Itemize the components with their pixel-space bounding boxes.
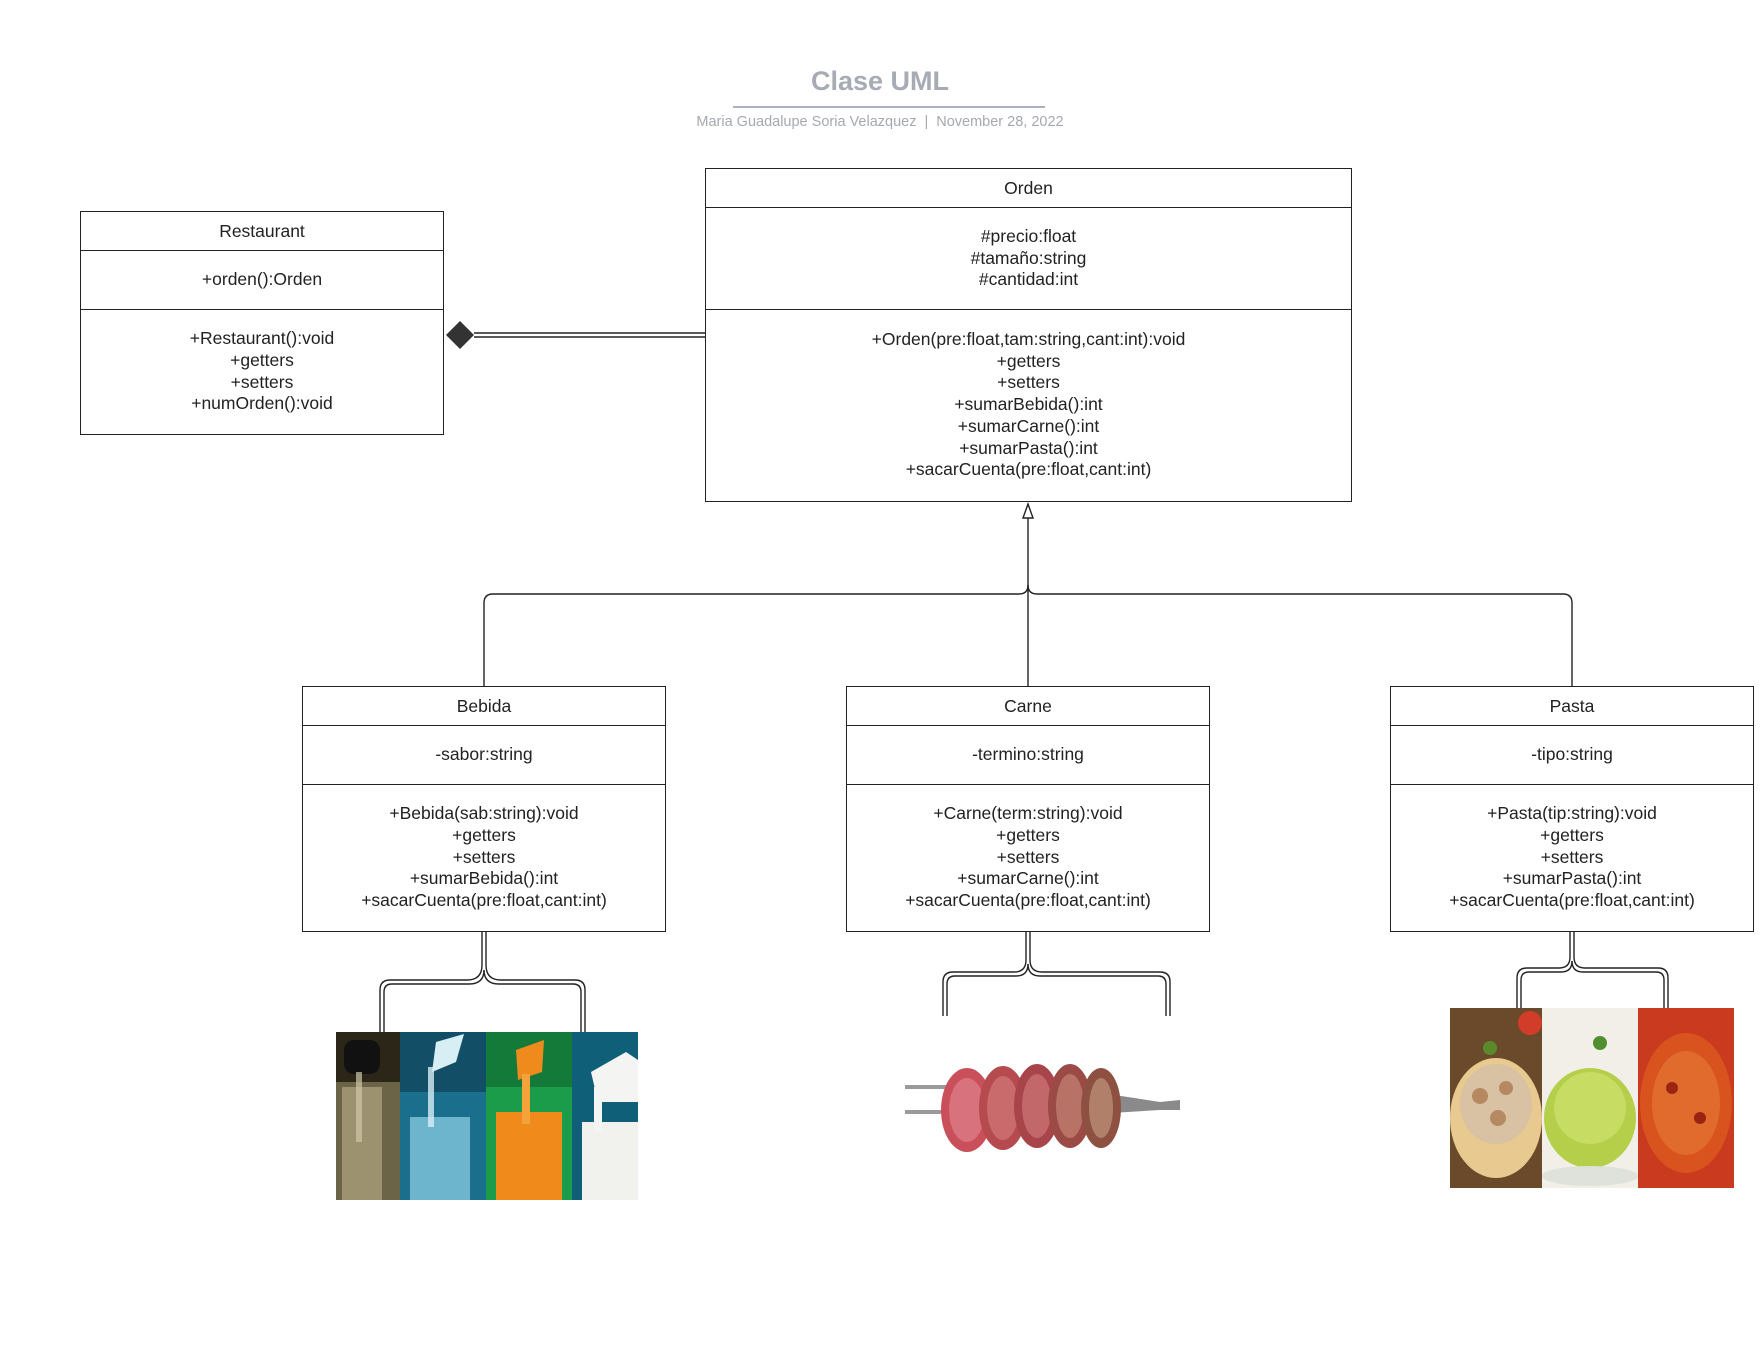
author-name: Maria Guadalupe Soria Velazquez (696, 114, 917, 130)
diagram-subtitle: Maria Guadalupe Soria Velazquez | November… (600, 114, 1160, 130)
class-bebida[interactable]: Bebida -sabor:string +Bebida(sab:string)… (302, 686, 666, 932)
operation: +sacarCuenta(pre:float,cant:int) (1449, 890, 1695, 911)
attributes-orden: #precio:float #tamaño:string #cantidad:i… (706, 208, 1351, 310)
pasta-dishes-photo (1450, 1008, 1734, 1188)
operation: +sacarCuenta(pre:float,cant:int) (905, 890, 1151, 911)
steak-skewer-photo (905, 1030, 1185, 1170)
operation: +Restaurant():void (189, 327, 335, 348)
title-underline (733, 106, 1045, 108)
pasta-image-connector (1516, 932, 1669, 1008)
class-name-orden: Orden (706, 169, 1351, 208)
operation: +getters (996, 824, 1060, 845)
class-restaurant[interactable]: Restaurant +orden():Orden +Restaurant():… (80, 211, 444, 435)
operation: +getters (452, 824, 516, 845)
attribute: -tipo:string (1531, 744, 1613, 765)
attribute: +orden():Orden (201, 269, 323, 290)
operation: +sumarCarne():int (957, 868, 1099, 889)
class-orden[interactable]: Orden #precio:float #tamaño:string #cant… (705, 168, 1352, 502)
operation: +Pasta(tip:string):void (1487, 803, 1657, 823)
class-name-text: Pasta (1549, 695, 1595, 716)
operation: +sacarCuenta(pre:float,cant:int) (361, 890, 607, 911)
operation: +sumarPasta():int (959, 437, 1098, 458)
operation: +sumarCarne():int (957, 415, 1100, 436)
operations-orden: +Orden(pre:float,tam:string,cant:int):vo… (706, 310, 1351, 500)
composition-diamond (446, 321, 474, 349)
attribute: #tamaño:string (970, 247, 1087, 268)
operation: +sumarBebida():int (409, 868, 559, 889)
operation: +setters (230, 371, 294, 392)
diagram-title: Clase UML (810, 66, 950, 96)
operation: +sumarBebida():int (954, 394, 1103, 415)
operations-restaurant: +Restaurant():void +getters +setters +nu… (81, 310, 443, 433)
operation: +setters (1540, 846, 1604, 867)
composition-connector (446, 321, 705, 349)
class-name-carne: Carne (847, 687, 1209, 726)
class-name-text: Bebida (456, 695, 512, 716)
class-name-text: Restaurant (219, 220, 305, 241)
class-name-bebida: Bebida (303, 687, 665, 726)
operation: +Carne(term:string):void (933, 803, 1123, 823)
inheritance-connector (483, 501, 1573, 686)
carne-image-connector (942, 932, 1171, 1016)
attribute: #precio:float (980, 225, 1077, 246)
class-pasta[interactable]: Pasta -tipo:string +Pasta(tip:string):vo… (1390, 686, 1754, 932)
operation: +setters (997, 372, 1060, 393)
attribute: -sabor:string (435, 744, 533, 765)
operation: +setters (452, 846, 516, 867)
operation: +Bebida(sab:string):void (389, 803, 579, 823)
subtitle-separator: | (924, 114, 929, 130)
attribute: -termino:string (972, 744, 1084, 765)
class-name-text: Carne (1004, 695, 1052, 716)
bebida-image-connector (379, 932, 586, 1032)
attributes-bebida: -sabor:string (303, 726, 665, 785)
attributes-restaurant: +orden():Orden (81, 251, 443, 310)
operation: +getters (996, 350, 1061, 371)
operations-pasta: +Pasta(tip:string):void +getters +setter… (1391, 785, 1753, 930)
operation: +setters (996, 846, 1060, 867)
class-carne[interactable]: Carne -termino:string +Carne(term:string… (846, 686, 1210, 932)
class-name-pasta: Pasta (1391, 687, 1753, 726)
diagram-date: November 28, 2022 (936, 114, 1064, 130)
operation: +getters (1540, 824, 1604, 845)
drinks-photo (336, 1032, 638, 1200)
operations-bebida: +Bebida(sab:string):void +getters +sette… (303, 785, 665, 930)
class-name-restaurant: Restaurant (81, 212, 443, 251)
operation: +sumarPasta():int (1502, 868, 1642, 889)
attributes-carne: -termino:string (847, 726, 1209, 785)
class-name-text: Orden (1004, 177, 1053, 198)
operation: +sacarCuenta(pre:float,cant:int) (905, 459, 1152, 480)
attribute: #cantidad:int (978, 269, 1079, 290)
operations-carne: +Carne(term:string):void +getters +sette… (847, 785, 1209, 930)
inheritance-arrowhead (1022, 501, 1034, 519)
operation: +numOrden():void (191, 393, 333, 414)
operation: +Orden(pre:float,tam:string,cant:int):vo… (871, 328, 1186, 349)
attributes-pasta: -tipo:string (1391, 726, 1753, 785)
operation: +getters (230, 349, 294, 370)
